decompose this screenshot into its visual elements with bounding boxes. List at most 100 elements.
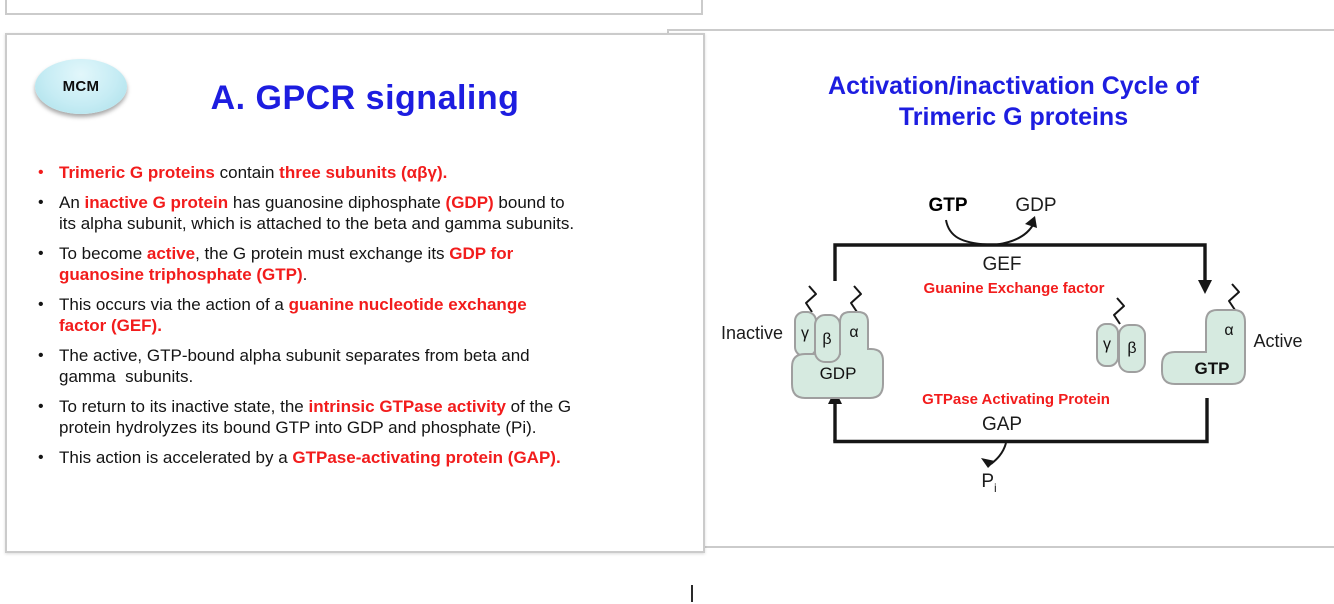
highlighted-text: three subunits (αβγ). bbox=[279, 163, 448, 182]
plain-text: . bbox=[302, 265, 308, 284]
inactivation-rail bbox=[833, 398, 1209, 444]
bullet-line: To become active, the G protein must exc… bbox=[59, 243, 513, 265]
bullet-line: guanosine triphosphate (GTP). bbox=[59, 264, 513, 286]
beta-label-right: β bbox=[1127, 340, 1137, 357]
bullet-item: • To become active, the G protein must ex… bbox=[32, 243, 682, 286]
plain-text: This occurs via the action of a bbox=[59, 294, 289, 314]
lipid-anchor-gamma-left bbox=[805, 285, 817, 313]
highlighted-text: GTPase-activating protein (GAP). bbox=[292, 447, 561, 467]
alpha-label-left: α bbox=[849, 324, 859, 341]
highlighted-text: active bbox=[146, 243, 196, 263]
gap-label: GAP bbox=[981, 414, 1023, 435]
bullet-text: To become active, the G protein must exc… bbox=[59, 243, 513, 286]
lipid-anchor-alpha-active bbox=[1228, 283, 1240, 311]
bullet-dot: • bbox=[38, 397, 44, 415]
plain-text: gamma subunits. bbox=[59, 367, 194, 386]
bullet-dot: • bbox=[38, 448, 44, 466]
bullet-text: An inactive G protein has guanosine diph… bbox=[59, 192, 574, 235]
bullet-line: factor (GEF). bbox=[59, 315, 527, 337]
bullet-line: protein hydrolyzes its bound GTP into GD… bbox=[59, 417, 571, 439]
left-slide[interactable]: MCM A. GPCR signaling • Trimeric G protei… bbox=[5, 33, 705, 553]
bullet-list: • Trimeric G proteins contain three subun… bbox=[32, 162, 682, 476]
plain-text: of the G bbox=[505, 396, 572, 416]
active-label: Active bbox=[1253, 331, 1303, 351]
arrowhead-pi bbox=[981, 458, 995, 468]
bullet-text: This action is accelerated by a GTPase-a… bbox=[59, 447, 561, 469]
bullet-item: • The active, GTP-bound alpha subunit sep… bbox=[32, 345, 682, 388]
alpha-gtp-shape-active bbox=[1161, 309, 1246, 385]
bullet-item: • An inactive G protein has guanosine dip… bbox=[32, 192, 682, 235]
beta-subunit-shape-right bbox=[1118, 324, 1146, 373]
gamma-label-right: γ bbox=[1103, 336, 1111, 353]
bullet-line: The active, GTP-bound alpha subunit sepa… bbox=[59, 345, 530, 367]
inactive-label: Inactive bbox=[720, 323, 784, 343]
bullet-item: • Trimeric G proteins contain three subun… bbox=[32, 162, 682, 184]
plain-text: has guanosine diphosphate bbox=[228, 192, 446, 212]
gamma-label-left: γ bbox=[801, 325, 809, 342]
highlighted-text: (GDP) bbox=[445, 192, 494, 212]
highlighted-text: factor (GEF). bbox=[59, 316, 162, 335]
plain-text: contain bbox=[214, 163, 280, 182]
plain-text: An bbox=[59, 192, 85, 212]
gtp-in-curve bbox=[945, 219, 988, 246]
g-protein-cycle-diagram bbox=[791, 216, 1246, 468]
plain-text: its alpha subunit, which is attached to … bbox=[59, 214, 575, 233]
highlighted-text: guanine nucleotide exchange bbox=[288, 294, 527, 314]
right-title-line2: Trimeric G proteins bbox=[898, 103, 1129, 131]
bullet-item: • This action is accelerated by a GTPase-… bbox=[32, 447, 682, 469]
bullet-dot: • bbox=[38, 295, 44, 313]
right-title-line1: Activation/inactivation Cycle of bbox=[828, 72, 1199, 100]
bullet-line: its alpha subunit, which is attached to … bbox=[59, 213, 574, 235]
highlighted-text: guanosine triphosphate (GTP) bbox=[59, 265, 303, 284]
gdp-top-label: GDP bbox=[1015, 195, 1057, 216]
pi-label: Pi bbox=[981, 471, 997, 495]
plain-text: To become bbox=[59, 243, 147, 263]
lipid-anchor-gamma-right bbox=[1113, 297, 1125, 325]
bullet-line: To return to its inactive state, the int… bbox=[59, 396, 571, 418]
left-slide-title: A. GPCR signaling bbox=[210, 79, 520, 117]
mcm-badge: MCM bbox=[35, 59, 127, 114]
arrowhead-to-active bbox=[1198, 280, 1212, 294]
gef-full-label: Guanine Exchange factor bbox=[923, 280, 1105, 297]
plain-text: This action is accelerated by a bbox=[59, 447, 293, 467]
gtp-blob-label: GTP bbox=[1194, 359, 1230, 378]
bullet-line: This occurs via the action of a guanine … bbox=[59, 294, 527, 316]
bullet-dot: • bbox=[38, 244, 44, 262]
highlighted-text: GDP for bbox=[449, 243, 514, 263]
bullet-text: The active, GTP-bound alpha subunit sepa… bbox=[59, 345, 530, 388]
previous-slide-edge[interactable] bbox=[5, 0, 703, 15]
right-slide-title: Activation/inactivation Cycle of Trimeri… bbox=[669, 71, 1334, 133]
bullet-text: To return to its inactive state, the int… bbox=[59, 396, 571, 439]
bullet-item: • This occurs via the action of a guanine… bbox=[32, 294, 682, 337]
plain-text: , the G protein must exchange its bbox=[195, 243, 450, 263]
activation-rail bbox=[833, 243, 1207, 282]
lipid-anchor-alpha-left bbox=[850, 285, 862, 313]
right-slide[interactable]: Activation/inactivation Cycle of Trimeri… bbox=[667, 29, 1334, 548]
highlighted-text: intrinsic GTPase activity bbox=[308, 396, 506, 416]
beta-subunit-shape-left bbox=[814, 314, 841, 363]
text-cursor[interactable] bbox=[691, 585, 693, 602]
alpha-label-active: α bbox=[1224, 322, 1234, 339]
bullet-line: Trimeric G proteins contain three subuni… bbox=[59, 162, 447, 184]
gap-full-label: GTPase Activating Protein bbox=[922, 391, 1110, 408]
bullet-line: An inactive G protein has guanosine diph… bbox=[59, 192, 574, 214]
bullet-dot: • bbox=[38, 193, 44, 211]
bullet-line: gamma subunits. bbox=[59, 366, 530, 388]
beta-label-left: β bbox=[822, 331, 832, 348]
highlighted-text: inactive G protein bbox=[84, 192, 229, 212]
bullet-item: • To return to its inactive state, the in… bbox=[32, 396, 682, 439]
highlighted-text: Trimeric G proteins bbox=[59, 163, 215, 182]
bullet-text: Trimeric G proteins contain three subuni… bbox=[59, 162, 447, 184]
bullet-line: This action is accelerated by a GTPase-a… bbox=[59, 447, 561, 469]
gdp-out-curve bbox=[996, 222, 1035, 246]
plain-text: protein hydrolyzes its bound GTP into GD… bbox=[59, 418, 537, 437]
arrowhead-gdp-out bbox=[1025, 216, 1037, 228]
bullet-text: This occurs via the action of a guanine … bbox=[59, 294, 527, 337]
bullet-dot: • bbox=[38, 346, 44, 364]
gef-label: GEF bbox=[982, 254, 1022, 275]
gdp-blob-label: GDP bbox=[819, 364, 857, 383]
plain-text: The active, GTP-bound alpha subunit sepa… bbox=[59, 345, 530, 365]
bullet-dot: • bbox=[38, 164, 44, 181]
plain-text: bound to bbox=[493, 192, 565, 212]
